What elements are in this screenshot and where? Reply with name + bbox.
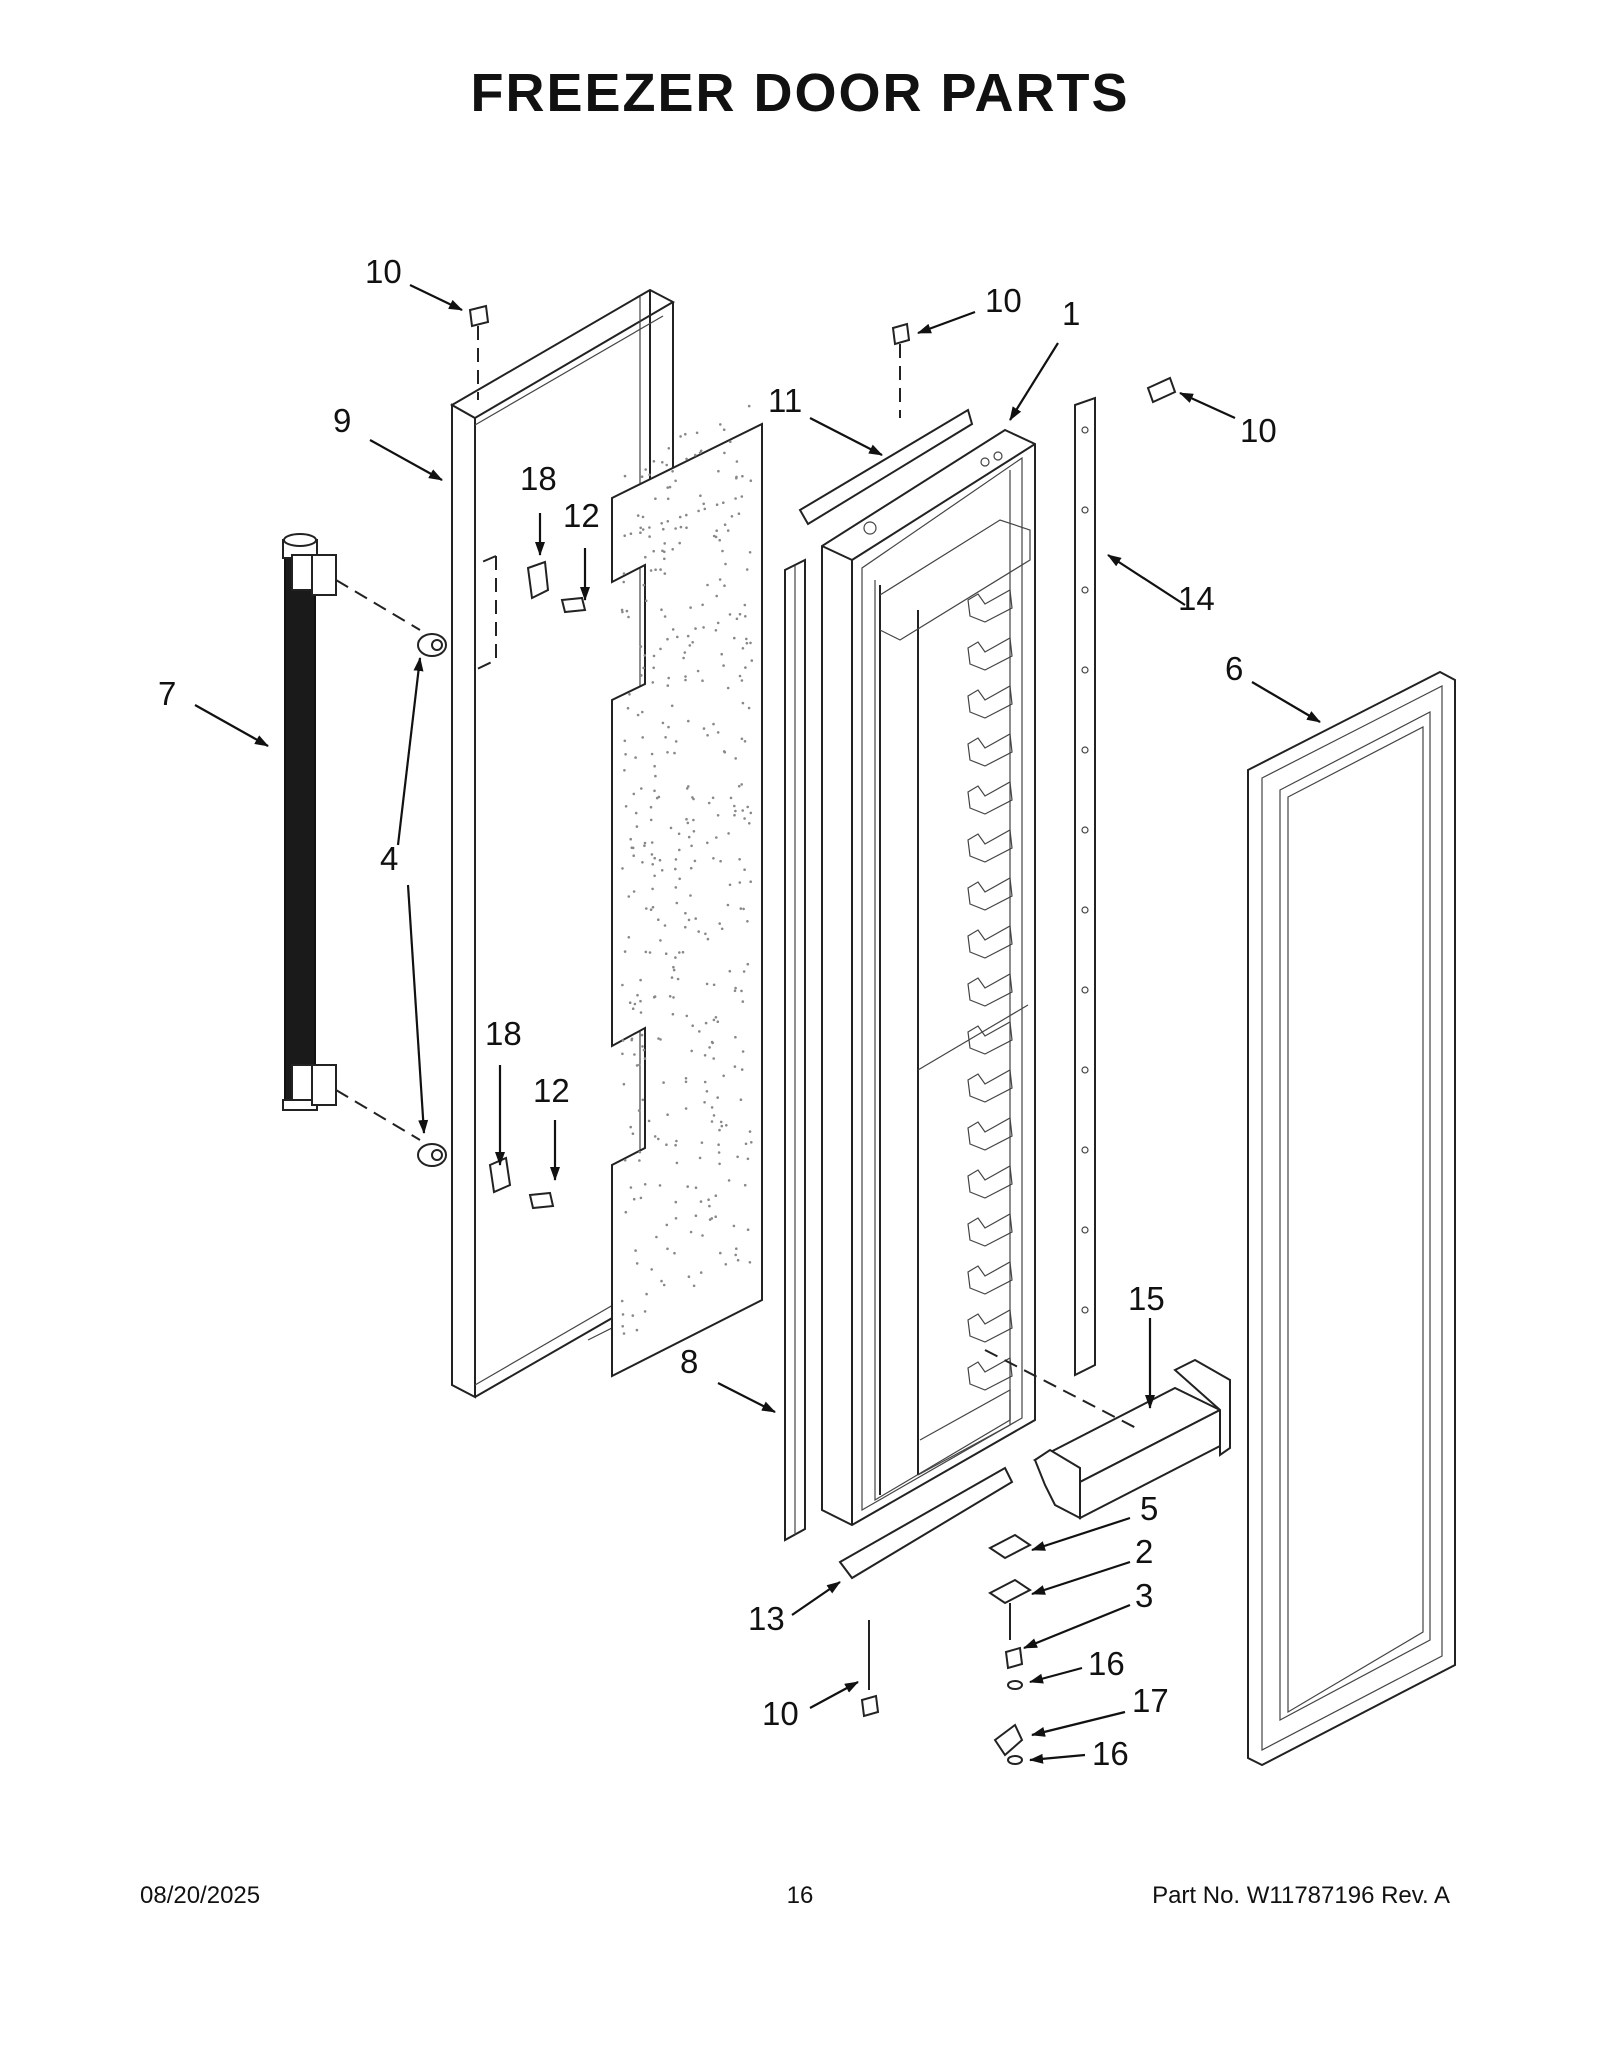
callout-arrows bbox=[194, 284, 1321, 1764]
callout-labels: 10 10 1 10 11 9 18 12 14 6 7 4 18 12 8 1… bbox=[158, 253, 1277, 1772]
door-bin-shelf bbox=[984, 1349, 1231, 1520]
door-front-panel bbox=[1247, 670, 1456, 1767]
handle-mounting-stud bbox=[417, 633, 447, 1167]
top-hinge-bracket bbox=[798, 408, 974, 526]
callout-3: 3 bbox=[1135, 1577, 1153, 1614]
footer-part-number: Part No. W11787196 Rev. A bbox=[1152, 1882, 1450, 1909]
footer-date: 08/20/2025 bbox=[140, 1882, 261, 1909]
page-title: FREEZER DOOR PARTS bbox=[470, 63, 1130, 123]
hinge-hardware bbox=[988, 1533, 1032, 1765]
callout-16: 16 bbox=[1092, 1735, 1129, 1772]
callout-12: 12 bbox=[533, 1072, 570, 1109]
callout-15: 15 bbox=[1128, 1280, 1165, 1317]
callout-14: 14 bbox=[1178, 580, 1215, 617]
callout-11: 11 bbox=[768, 382, 802, 419]
door-liner bbox=[821, 428, 1036, 1527]
callout-10: 10 bbox=[985, 282, 1022, 319]
callout-8: 8 bbox=[680, 1343, 698, 1380]
callout-18: 18 bbox=[520, 460, 557, 497]
footer-page-number: 16 bbox=[786, 1882, 814, 1909]
door-trim-strip bbox=[1074, 396, 1096, 1377]
callout-12: 12 bbox=[563, 497, 600, 534]
callout-2: 2 bbox=[1135, 1533, 1153, 1570]
callout-5: 5 bbox=[1140, 1490, 1158, 1527]
callout-7: 7 bbox=[158, 675, 176, 712]
foam-insulation bbox=[611, 404, 763, 1378]
callout-13: 13 bbox=[748, 1600, 785, 1637]
callout-10: 10 bbox=[1240, 412, 1277, 449]
callout-17: 17 bbox=[1132, 1682, 1169, 1719]
callout-9: 9 bbox=[333, 402, 351, 439]
door-gasket-strip bbox=[784, 558, 806, 1542]
callout-1: 1 bbox=[1062, 295, 1080, 332]
callout-16: 16 bbox=[1088, 1645, 1125, 1682]
bottom-hinge-bracket bbox=[838, 1466, 1014, 1580]
callout-6: 6 bbox=[1225, 650, 1243, 687]
callout-10: 10 bbox=[365, 253, 402, 290]
hinge-screw bbox=[468, 304, 1177, 1718]
door-handle bbox=[282, 533, 421, 1141]
callout-4: 4 bbox=[380, 840, 398, 877]
callout-10: 10 bbox=[762, 1695, 799, 1732]
callout-18: 18 bbox=[485, 1015, 522, 1052]
handle-bracket bbox=[474, 555, 587, 1210]
